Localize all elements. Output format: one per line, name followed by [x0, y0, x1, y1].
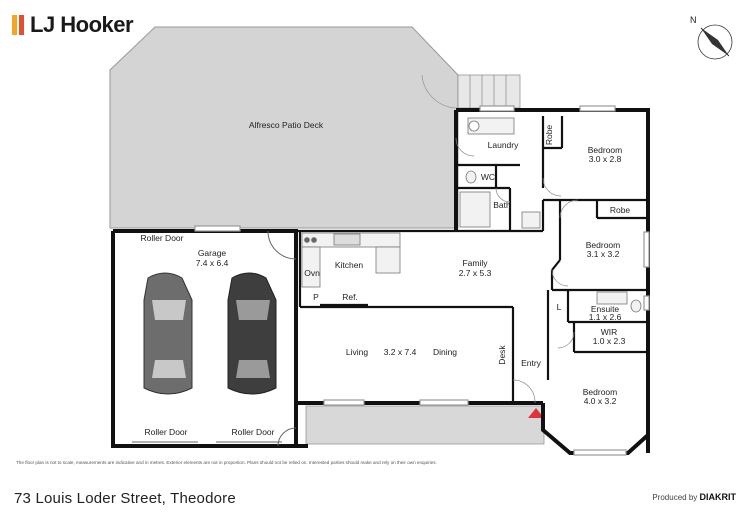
brand-name: LJ Hooker	[30, 12, 134, 37]
dining-label: Dining	[433, 347, 457, 357]
roller-door-markers	[132, 230, 297, 447]
bedroom1-name: Bedroom	[588, 145, 623, 155]
oven-label: Ovn	[304, 268, 320, 278]
front-path	[305, 405, 545, 445]
alfresco-label: Alfresco Patio Deck	[249, 120, 324, 130]
compass-icon	[697, 24, 733, 60]
linen-label: L	[557, 302, 562, 312]
car-right-icon	[227, 272, 277, 395]
roller-door-left-label: Roller Door	[145, 427, 188, 437]
interior-walls	[296, 116, 648, 403]
bedroom1-size: 3.0 x 2.8	[589, 154, 622, 164]
disclaimer: The floor plan is not to scale, measurem…	[16, 460, 437, 465]
bedroom3-name: Bedroom	[583, 387, 618, 397]
living-dining-size: 3.2 x 7.4	[384, 347, 417, 357]
brand-bar-1	[12, 15, 17, 35]
produced-by: Produced by DIAKRIT	[652, 492, 736, 502]
deck-door-swing	[421, 74, 459, 109]
ensuite-size: 1.1 x 2.6	[589, 312, 622, 322]
family-name: Family	[462, 258, 488, 268]
garage-size: 7.4 x 6.4	[196, 258, 229, 268]
produced-by-prefix: Produced by	[652, 493, 698, 502]
wir-size: 1.0 x 2.3	[593, 336, 626, 346]
garage-name: Garage	[198, 248, 227, 258]
pantry-label: P	[313, 292, 319, 302]
desk-label: Desk	[497, 345, 507, 365]
fridge-label: Ref.	[342, 292, 358, 302]
wir-name: WIR	[601, 327, 618, 337]
family-size: 2.7 x 5.3	[459, 268, 492, 278]
roller-door-right-label: Roller Door	[232, 427, 275, 437]
ensuite-name: Ensuite	[591, 304, 620, 314]
bathroom-fixtures	[459, 117, 642, 313]
windows	[194, 105, 650, 456]
laundry-label: Laundry	[488, 140, 519, 150]
brand-logo-mark	[12, 15, 24, 35]
kitchen-label: Kitchen	[335, 260, 364, 270]
brand-logo: LJ Hooker	[12, 12, 134, 38]
compass-north-label: N	[690, 15, 697, 25]
alfresco-deck	[109, 26, 459, 229]
property-address: 73 Louis Loder Street, Theodore	[14, 490, 236, 507]
bedroom3-size: 4.0 x 3.2	[584, 396, 617, 406]
deck-stairs	[457, 74, 521, 109]
bedroom2-size: 3.1 x 3.2	[587, 249, 620, 259]
robe2-label: Robe	[610, 205, 631, 215]
bedroom2-name: Bedroom	[586, 240, 621, 250]
car-left-icon	[143, 272, 193, 395]
door-swings	[455, 137, 579, 404]
roller-door-top-label: Roller Door	[141, 233, 184, 243]
brand-bar-2	[19, 15, 24, 35]
entry-label: Entry	[521, 358, 542, 368]
kitchen-fittings	[301, 232, 401, 288]
entry-marker-icon	[528, 408, 544, 418]
living-label: Living	[346, 347, 368, 357]
wc-label: WC	[481, 172, 495, 182]
produced-by-name: DIAKRIT	[699, 492, 737, 502]
robe-label: Robe	[544, 125, 554, 146]
bath-label: Bath	[493, 200, 511, 210]
